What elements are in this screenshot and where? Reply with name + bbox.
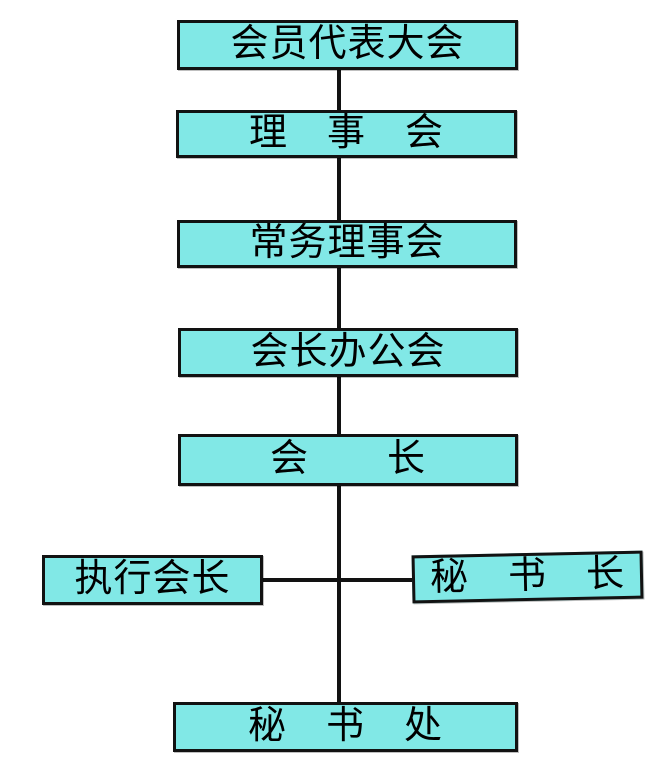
org-node-council-label: 理 事 会 [248,112,444,154]
org-node-secretariat: 秘 书 处 [173,702,518,752]
org-node-secretary-general-label: 秘 书 长 [429,552,626,600]
org-node-member-congress: 会员代表大会 [177,20,518,70]
org-node-standing-council: 常务理事会 [177,220,517,268]
org-node-executive-president: 执行会长 [42,555,263,605]
connector-congress-council [337,68,341,112]
connector-executive-secretarygeneral [263,578,412,582]
org-node-member-congress-label: 会员代表大会 [230,23,465,65]
org-node-executive-president-label: 执行会长 [74,558,231,600]
connector-standing-office [337,268,341,328]
connector-president-secretariat [337,486,341,702]
org-node-president-office-meeting: 会长办公会 [178,328,518,377]
org-node-standing-council-label: 常务理事会 [249,222,445,264]
org-node-council: 理 事 会 [176,110,517,158]
connector-council-standing [337,158,341,220]
org-node-secretariat-label: 秘 书 处 [247,705,443,747]
connector-office-president [337,377,341,434]
org-node-president: 会 长 [178,434,518,486]
org-node-president-office-meeting-label: 会长办公会 [250,330,446,373]
org-node-secretary-general: 秘 书 长 [411,550,644,604]
org-node-president-label: 会 长 [269,438,426,480]
